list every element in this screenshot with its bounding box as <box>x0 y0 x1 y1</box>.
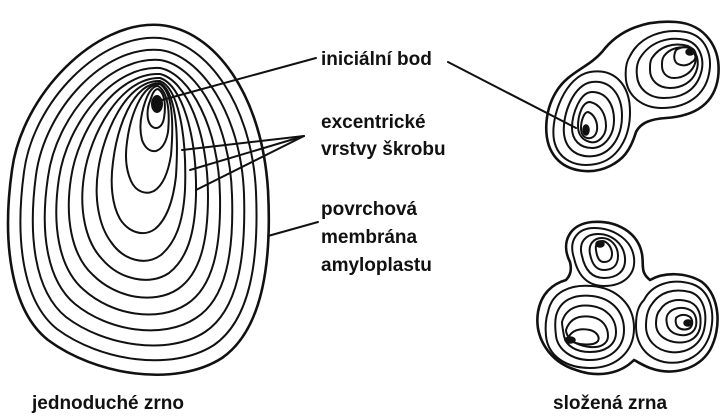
simple-grain-hilum <box>152 96 162 112</box>
compound-top-right-hilum <box>686 49 694 55</box>
compound-bottom-right-hilum <box>684 320 692 326</box>
leader-membrane <box>268 222 318 236</box>
caption-simple-grain: jednoduché zrno <box>32 394 184 413</box>
leader-initial-point-left <box>162 58 316 100</box>
leader-layers-1 <box>182 136 304 150</box>
simple-grain-layer <box>82 78 196 280</box>
compound-grain-top <box>546 22 718 171</box>
compound-bottom-right-ring <box>656 300 701 342</box>
compound-grain-bottom <box>537 222 717 374</box>
label-initial-point: iniciální bod <box>321 50 432 69</box>
compound-top-left-ring <box>581 112 597 138</box>
label-layers-line1: excentrické <box>321 113 426 132</box>
compound-bottom-left-hilum <box>565 337 575 343</box>
leader-initial-point-right <box>448 62 576 128</box>
compound-bottom-left-ring <box>546 286 634 368</box>
label-membrane-line1: povrchová <box>321 200 417 219</box>
label-membrane-line2: membrána <box>321 228 417 247</box>
compound-top-left-hilum <box>583 125 589 135</box>
compound-bottom-top-hilum <box>596 241 604 247</box>
label-membrane-line3: amyloplastu <box>321 256 432 275</box>
caption-compound-grain: složená zrna <box>553 394 667 413</box>
simple-grain <box>8 25 269 375</box>
label-layers-line2: vrstvy škrobu <box>321 140 446 159</box>
